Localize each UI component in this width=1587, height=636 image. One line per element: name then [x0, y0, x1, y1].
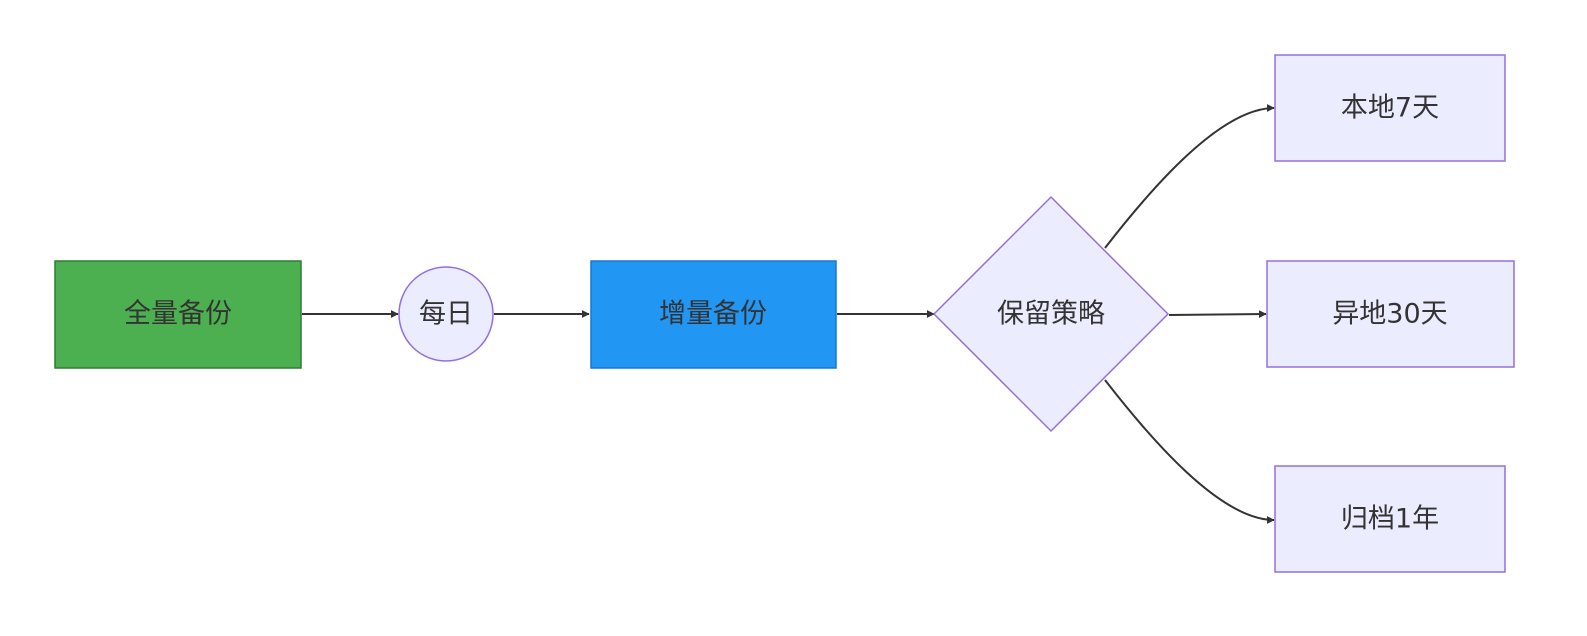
edge-retention-policy-to-archive-1-year — [1104, 379, 1275, 524]
retention-policy-diamond — [932, 195, 1170, 433]
node-incremental-backup: 增量备份 — [590, 260, 837, 369]
offsite-30-days-box — [1266, 260, 1515, 368]
offsite-30-days-label: 异地30天 — [1332, 299, 1447, 330]
local-7-days-label: 本地7天 — [1341, 93, 1439, 124]
edges — [302, 104, 1275, 524]
daily-circle — [398, 266, 494, 362]
node-daily: 每日 — [398, 266, 494, 362]
node-offsite-30-days: 异地30天 — [1266, 260, 1515, 368]
edge-retention-policy-to-offsite-30-days — [1168, 310, 1267, 319]
archive-1-year-label: 归档1年 — [1341, 504, 1439, 535]
node-archive-1-year: 归档1年 — [1274, 465, 1506, 573]
archive-1-year-box — [1274, 465, 1506, 573]
retention-policy-label: 保留策略 — [997, 299, 1105, 330]
local-7-days-box — [1274, 54, 1506, 162]
edge-retention-policy-to-local-7-days — [1104, 104, 1275, 249]
daily-label: 每日 — [419, 299, 473, 330]
full-backup-box — [54, 260, 302, 369]
node-retention-policy: 保留策略 — [932, 195, 1170, 433]
node-full-backup: 全量备份 — [54, 260, 302, 369]
full-backup-label: 全量备份 — [124, 299, 232, 330]
incremental-backup-label: 增量备份 — [659, 299, 767, 330]
incremental-backup-box — [590, 260, 837, 369]
node-local-7-days: 本地7天 — [1274, 54, 1506, 162]
